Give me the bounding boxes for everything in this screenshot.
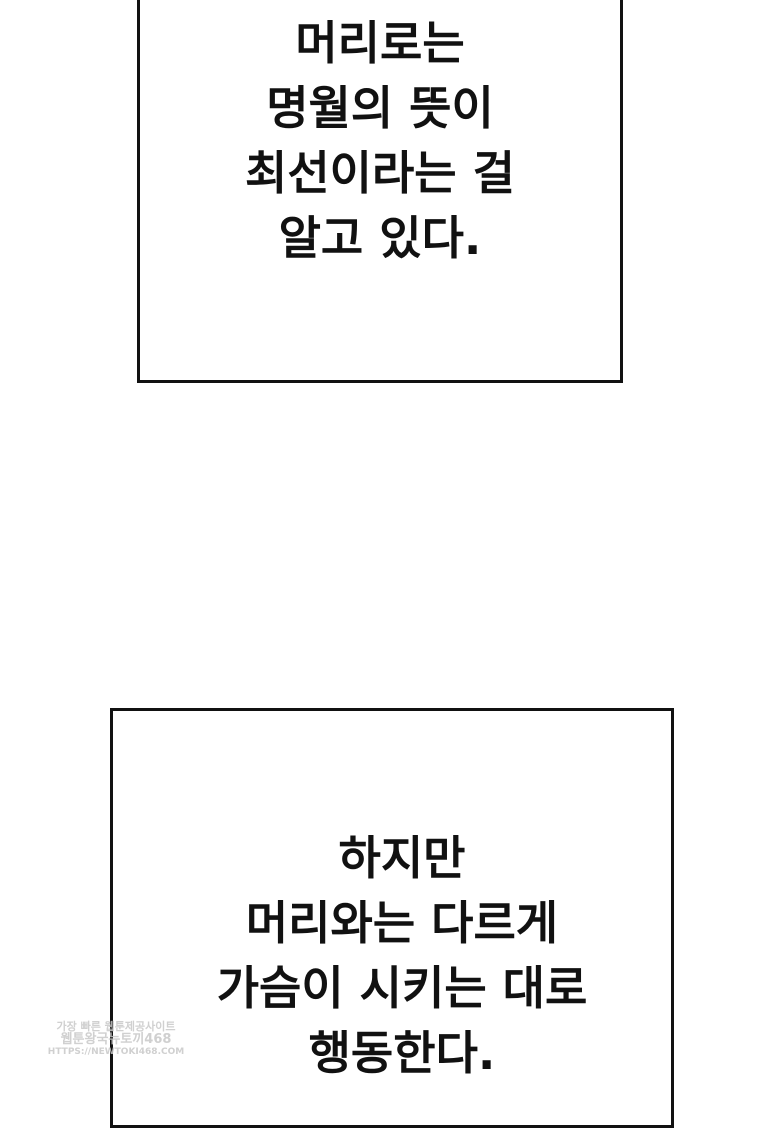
text-line: 최선이라는 걸 bbox=[245, 146, 515, 200]
text-line: 머리로는 bbox=[295, 16, 465, 70]
speech-text-1: 머리로는 명월의 뜻이 최선이라는 걸 알고 있다. bbox=[140, 11, 620, 271]
speech-text-2: 하지만 머리와는 다르게 가슴이 시키는 대로 행동한다. bbox=[109, 826, 695, 1086]
speech-box-1: 머리로는 명월의 뜻이 최선이라는 걸 알고 있다. bbox=[137, 0, 623, 383]
watermark-line-1: 가장 빠른 웹툰제공사이트 bbox=[56, 1020, 176, 1033]
text-line: 알고 있다. bbox=[278, 211, 482, 265]
watermark-line-3: HTTPS://NEWTOKI468.COM bbox=[47, 1047, 185, 1057]
speech-box-2: 하지만 머리와는 다르게 가슴이 시키는 대로 행동한다. bbox=[110, 708, 674, 1128]
text-line: 명월의 뜻이 bbox=[266, 81, 494, 135]
watermark-line-2: 웹툰왕국뉴토끼468 bbox=[60, 1032, 172, 1047]
text-line: 하지만 bbox=[338, 831, 466, 885]
text-line: 행동한다. bbox=[308, 1026, 496, 1080]
watermark: 가장 빠른 웹툰제공사이트 웹툰왕국뉴토끼468 HTTPS://NEWTOKI… bbox=[46, 1020, 186, 1059]
text-line: 가슴이 시키는 대로 bbox=[216, 961, 588, 1015]
text-line: 머리와는 다르게 bbox=[245, 896, 559, 950]
